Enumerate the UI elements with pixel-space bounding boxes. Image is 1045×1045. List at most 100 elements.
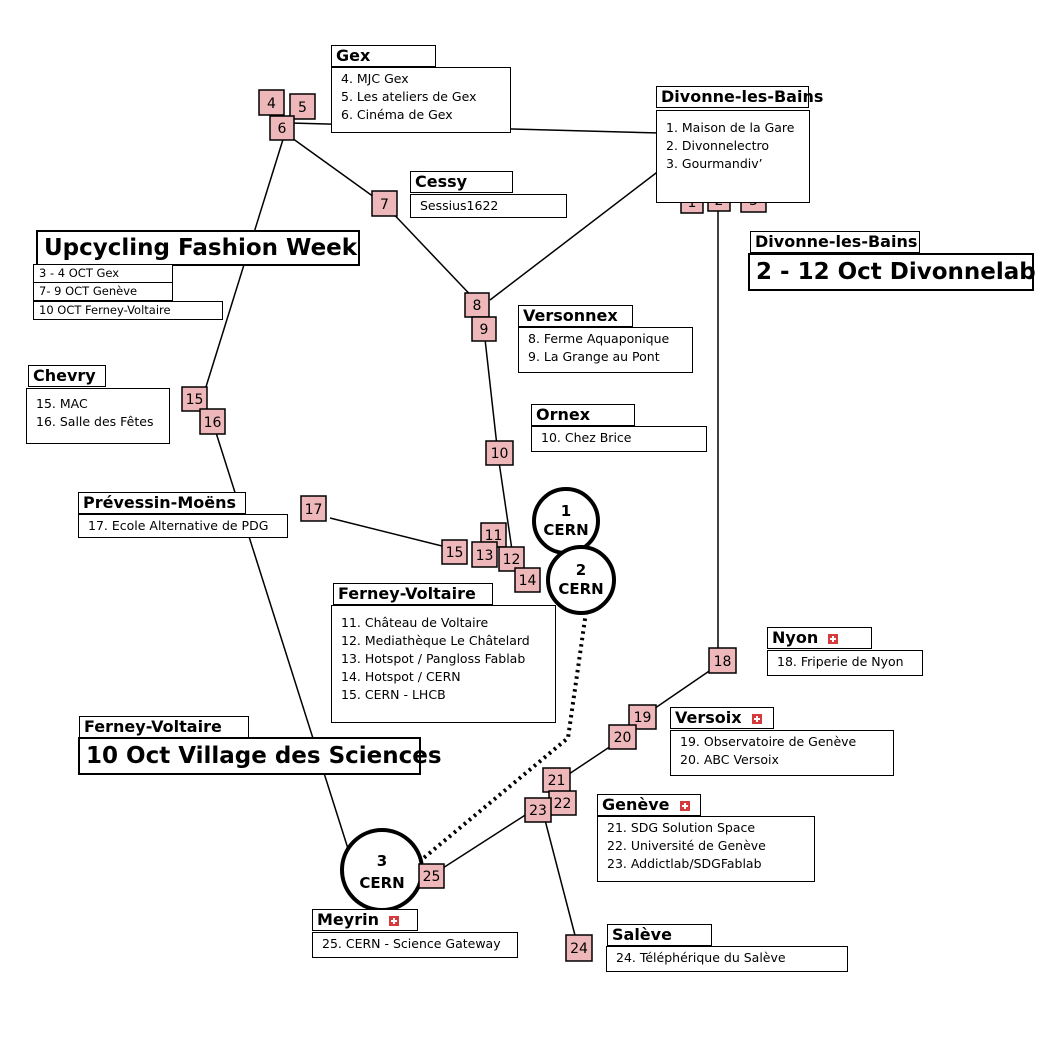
cessy-list: Sessius1622 — [410, 194, 567, 218]
village-subtitle: Ferney-Voltaire — [79, 716, 249, 738]
svg-text:24: 24 — [570, 941, 588, 957]
marker-9: 9 — [471, 316, 497, 342]
geneve-title-text: Genève — [602, 795, 670, 814]
list-item: 15. MAC — [36, 396, 88, 411]
marker-25: 25 — [418, 863, 445, 889]
marker-23: 23 — [524, 797, 552, 823]
cern-hub-3: 2 CERN — [546, 545, 616, 615]
ornex-list: 10. Chez Brice — [531, 426, 707, 452]
svg-text:22: 22 — [554, 796, 572, 812]
svg-text:13: 13 — [476, 548, 494, 564]
list-item: Sessius1622 — [420, 198, 499, 213]
swiss-flag-icon — [828, 633, 839, 644]
svg-text:25: 25 — [423, 869, 441, 885]
svg-text:17: 17 — [305, 502, 323, 518]
list-item: 8. Ferme Aquaponique — [528, 331, 670, 346]
route-nyon-versoix — [644, 664, 719, 716]
svg-text:18: 18 — [714, 654, 732, 670]
marker-8: 8 — [464, 292, 490, 318]
versoix-title: Versoix — [670, 707, 774, 729]
list-item: 5. Les ateliers de Gex — [341, 89, 477, 104]
versonnex-list: 8. Ferme Aquaponique 9. La Grange au Pon… — [518, 327, 693, 373]
hub-number: 2 — [576, 561, 586, 579]
marker-13: 13 — [471, 541, 498, 568]
svg-text:23: 23 — [529, 803, 547, 819]
saleve-list: 24. Téléphérique du Salève — [606, 946, 848, 972]
svg-text:10: 10 — [491, 446, 509, 462]
route-chevry-meyrin — [211, 419, 351, 856]
svg-text:16: 16 — [204, 415, 222, 431]
list-item: 20. ABC Versoix — [680, 752, 779, 767]
versoix-list: 19. Observatoire de Genève 20. ABC Verso… — [670, 730, 894, 776]
marker-4: 4 — [258, 89, 285, 116]
route-geneve-meyrin — [431, 811, 531, 876]
meyrin-title: Meyrin — [312, 909, 418, 931]
marker-7: 7 — [371, 190, 398, 217]
list-item: 12. Mediathèque Le Châtelard — [341, 633, 530, 648]
svg-text:1: 1 — [688, 195, 697, 211]
list-item: 13. Hotspot / Pangloss Fablab — [341, 651, 526, 666]
ferney-list: 11. Château de Voltaire 12. Mediathèque … — [331, 605, 556, 723]
route-prevessin-ferney — [329, 517, 451, 549]
marker-15-ferney: 15 — [441, 539, 468, 565]
svg-text:12: 12 — [503, 552, 521, 568]
svg-text:21: 21 — [548, 773, 566, 789]
list-item: 9. La Grange au Pont — [528, 349, 660, 364]
svg-text:15: 15 — [186, 392, 204, 408]
svg-text:15: 15 — [446, 545, 464, 561]
cern-hub-1: 3 CERN — [340, 828, 424, 912]
hub-label: CERN — [359, 874, 404, 892]
upcycling-date-1: 3 - 4 OCT Gex — [33, 264, 173, 283]
list-item: 10. Chez Brice — [541, 430, 632, 445]
meyrin-list: 25. CERN - Science Gateway — [312, 932, 518, 958]
marker-11: 11 — [480, 522, 507, 548]
gex-list: 4. MJC Gex 5. Les ateliers de Gex 6. Cin… — [331, 67, 511, 133]
hub-label: CERN — [558, 580, 603, 598]
svg-text:14: 14 — [519, 573, 537, 589]
marker-17: 17 — [300, 495, 327, 522]
marker-24: 24 — [565, 934, 593, 962]
cessy-title: Cessy — [410, 171, 513, 193]
divonnelab-subtitle: Divonne-les-Bains — [750, 231, 920, 253]
nyon-title-text: Nyon — [772, 628, 819, 647]
svg-text:19: 19 — [634, 710, 652, 726]
route-geneve-saleve — [544, 819, 578, 944]
svg-text:8: 8 — [473, 298, 482, 314]
chevry-title: Chevry — [28, 365, 106, 387]
route-ornex-ferney — [497, 454, 513, 551]
list-item: 18. Friperie de Nyon — [777, 654, 904, 669]
prevessin-list: 17. Ecole Alternative de PDG — [78, 514, 288, 538]
list-item: 3. Gourmandiv’ — [666, 156, 763, 171]
nyon-title: Nyon — [767, 627, 872, 649]
versonnex-title: Versonnex — [518, 305, 633, 327]
route-cessy-versonnex — [384, 204, 481, 306]
village-title: 10 Oct Village des Sciences — [78, 737, 442, 775]
list-item: 11. Château de Voltaire — [341, 615, 489, 630]
swiss-flag-icon — [388, 915, 399, 926]
svg-text:5: 5 — [298, 100, 307, 116]
svg-text:6: 6 — [278, 121, 287, 137]
gex-title: Gex — [331, 45, 436, 67]
swiss-flag-icon — [679, 800, 690, 811]
svg-text:7: 7 — [380, 197, 389, 213]
route-versonnex-ornex — [483, 329, 499, 456]
svg-text:9: 9 — [480, 322, 489, 338]
marker-6: 6 — [269, 115, 295, 141]
hub-number: 1 — [561, 502, 571, 520]
list-item: 16. Salle des Fêtes — [36, 414, 154, 429]
list-item: 4. MJC Gex — [341, 71, 409, 86]
hub-label: CERN — [543, 521, 588, 539]
marker-20: 20 — [608, 724, 637, 750]
list-item: 17. Ecole Alternative de PDG — [88, 518, 269, 533]
list-item: 19. Observatoire de Genève — [680, 734, 857, 749]
hub-number: 3 — [377, 852, 387, 870]
marker-21: 21 — [542, 767, 571, 793]
chevry-list: 15. MAC 16. Salle des Fêtes — [26, 388, 170, 444]
divonne-title: Divonne-les-Bains — [656, 86, 823, 108]
cern-hub-2: 1 CERN — [532, 487, 600, 555]
list-item: 22. Université de Genève — [607, 838, 766, 853]
swiss-flag-icon — [751, 713, 762, 724]
marker-14: 14 — [514, 567, 541, 593]
svg-text:20: 20 — [614, 730, 632, 746]
